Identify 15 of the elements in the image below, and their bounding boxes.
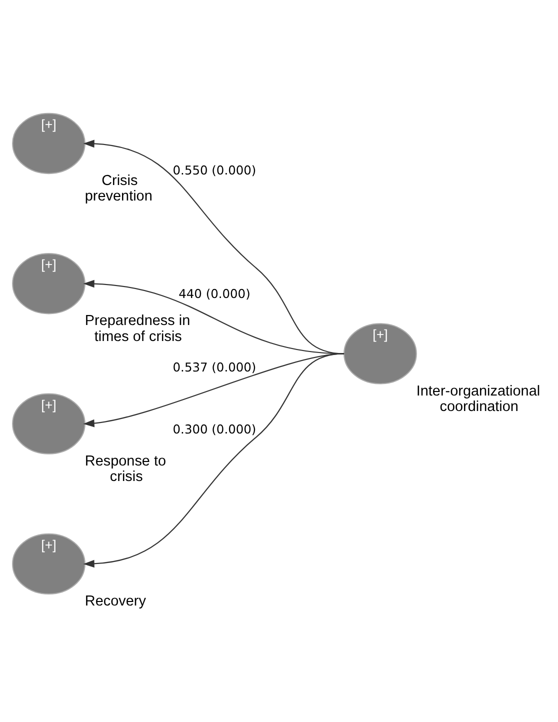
node-label: Inter-organizational coordination	[416, 382, 540, 414]
node-label: Preparedness in times of crisis	[84, 312, 190, 344]
node-ellipse: [+]	[12, 252, 86, 314]
node-label: Recovery	[84, 593, 146, 610]
edge-label: 0.300 (0.000)	[172, 422, 256, 436]
arrow	[83, 352, 344, 568]
node-ellipse: [+]	[344, 322, 417, 384]
node-ellipse: [+]	[12, 112, 86, 174]
node-ellipse: [+]	[12, 532, 86, 594]
edge-label: 0.550 (0.000)	[172, 162, 256, 177]
node-ellipse: [+]	[12, 392, 86, 454]
node-label: Crisis prevention	[84, 172, 152, 204]
node-label: Response to crisis	[84, 452, 166, 484]
edge-label: 440 (0.000)	[178, 286, 250, 300]
edge-label: 0.537 (0.000)	[172, 360, 256, 374]
